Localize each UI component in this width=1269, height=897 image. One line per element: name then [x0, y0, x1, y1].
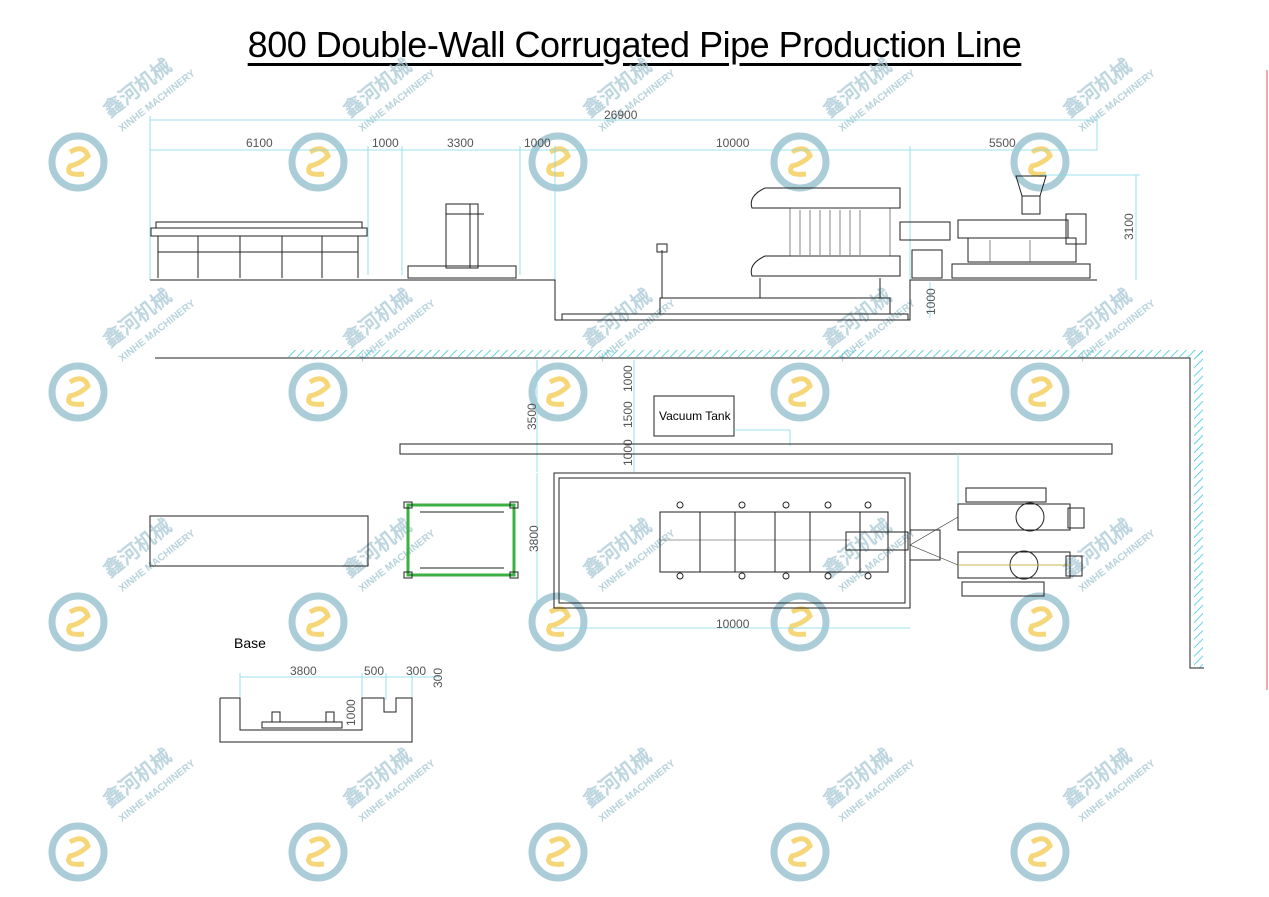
dim-segment-6: 5500 — [989, 136, 1016, 150]
dim-segment-3: 3300 — [447, 136, 474, 150]
dim-overall-length: 26900 — [604, 108, 638, 122]
cutter-table — [150, 221, 368, 278]
dim-base-v1000: 1000 — [344, 699, 358, 726]
wall-hatch-top — [288, 350, 1203, 357]
plan-view: 3500 1000 1500 1000 Vacuum Tank — [149, 350, 1204, 669]
dim-segment-5: 10000 — [716, 136, 750, 150]
winder-frame — [407, 203, 517, 279]
dim-base-300: 300 — [406, 664, 426, 678]
dim-plan-1000-a: 1000 — [621, 365, 635, 392]
dim-mold-length: 10000 — [716, 617, 750, 631]
dim-segment-1: 6100 — [246, 136, 273, 150]
base-detail: Base 3800 500 300 300 1000 — [219, 635, 445, 743]
dim-pit-depth: 1000 — [924, 288, 938, 315]
guide-rail — [399, 443, 1113, 455]
winder-frame-plan — [403, 501, 519, 579]
corrugator-plan — [659, 501, 909, 580]
vacuum-tank-box — [653, 395, 735, 437]
dim-base-v300: 300 — [431, 668, 445, 688]
cutter-table-plan — [149, 515, 369, 567]
dim-plan-1000-b: 1000 — [621, 439, 635, 466]
wall-hatch-right — [1194, 350, 1203, 668]
vacuum-tank-label: Vacuum Tank — [659, 409, 732, 423]
page-title: 800 Double-Wall Corrugated Pipe Producti… — [247, 24, 1022, 65]
dim-height: 3100 — [1122, 213, 1136, 240]
dim-base-width: 3800 — [290, 664, 317, 678]
side-view: 26900 6100 1000 3300 1000 10000 5500 310… — [149, 108, 1140, 321]
dim-plan-3500: 3500 — [525, 403, 539, 430]
watermark-brand-text: 鑫河机械 XINHE MACHINERY 鑫河机械 XINHE MACHINER… — [98, 54, 1158, 825]
extruder-machine — [951, 175, 1091, 279]
corrugator-machine — [561, 187, 951, 321]
dim-base-500: 500 — [364, 664, 384, 678]
extruders-plan — [909, 454, 1085, 597]
dim-mold-width: 3800 — [527, 525, 541, 552]
watermark-layer: 鑫河机械 XINHE MACHINERY 鑫河机械 XINHE MACHINER… — [52, 54, 1158, 878]
dim-segment-4: 1000 — [524, 136, 551, 150]
dim-plan-1500: 1500 — [621, 401, 635, 428]
base-label: Base — [234, 635, 266, 651]
dim-segment-2: 1000 — [372, 136, 399, 150]
